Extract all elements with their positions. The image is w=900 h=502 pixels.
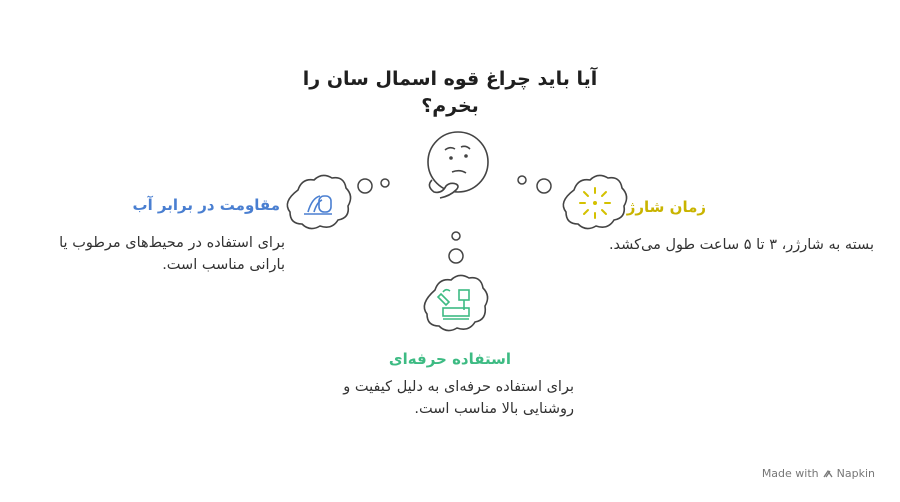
cloud-professional [423, 274, 489, 332]
sun-icon [579, 187, 611, 219]
footer-credit: Made with Napkin [762, 467, 875, 480]
water-drop-icon [304, 195, 332, 215]
napkin-logo-icon [823, 469, 833, 477]
node-professional-heading: استفاده حرفه‌ای [388, 350, 512, 368]
connector-dots-right [517, 175, 552, 194]
tools-icon [436, 288, 470, 320]
connector-dots-left [357, 178, 390, 194]
node-professional-text: برای استفاده حرفه‌ای به دلیل کیفیت و روش… [343, 379, 574, 417]
footer-brand: Napkin [836, 467, 875, 480]
thinking-face-icon [427, 131, 489, 199]
cloud-water [286, 174, 352, 230]
node-water-heading: مقاومت در برابر آب [132, 196, 281, 214]
cloud-charge [562, 174, 628, 230]
diagram-title: آیا باید چراغ قوه اسمال سان را بخرم؟ [302, 68, 598, 117]
footer-text: Made with [761, 467, 819, 480]
node-charge-text: بسته به شارژر، ۳ تا ۵ ساعت طول می‌کشد. [608, 237, 874, 253]
node-water-text: برای استفاده در محیط‌های مرطوب یا بارانی… [59, 235, 285, 273]
node-charge-heading: زمان شارژ [626, 198, 706, 216]
connector-dots-bottom [448, 231, 464, 264]
